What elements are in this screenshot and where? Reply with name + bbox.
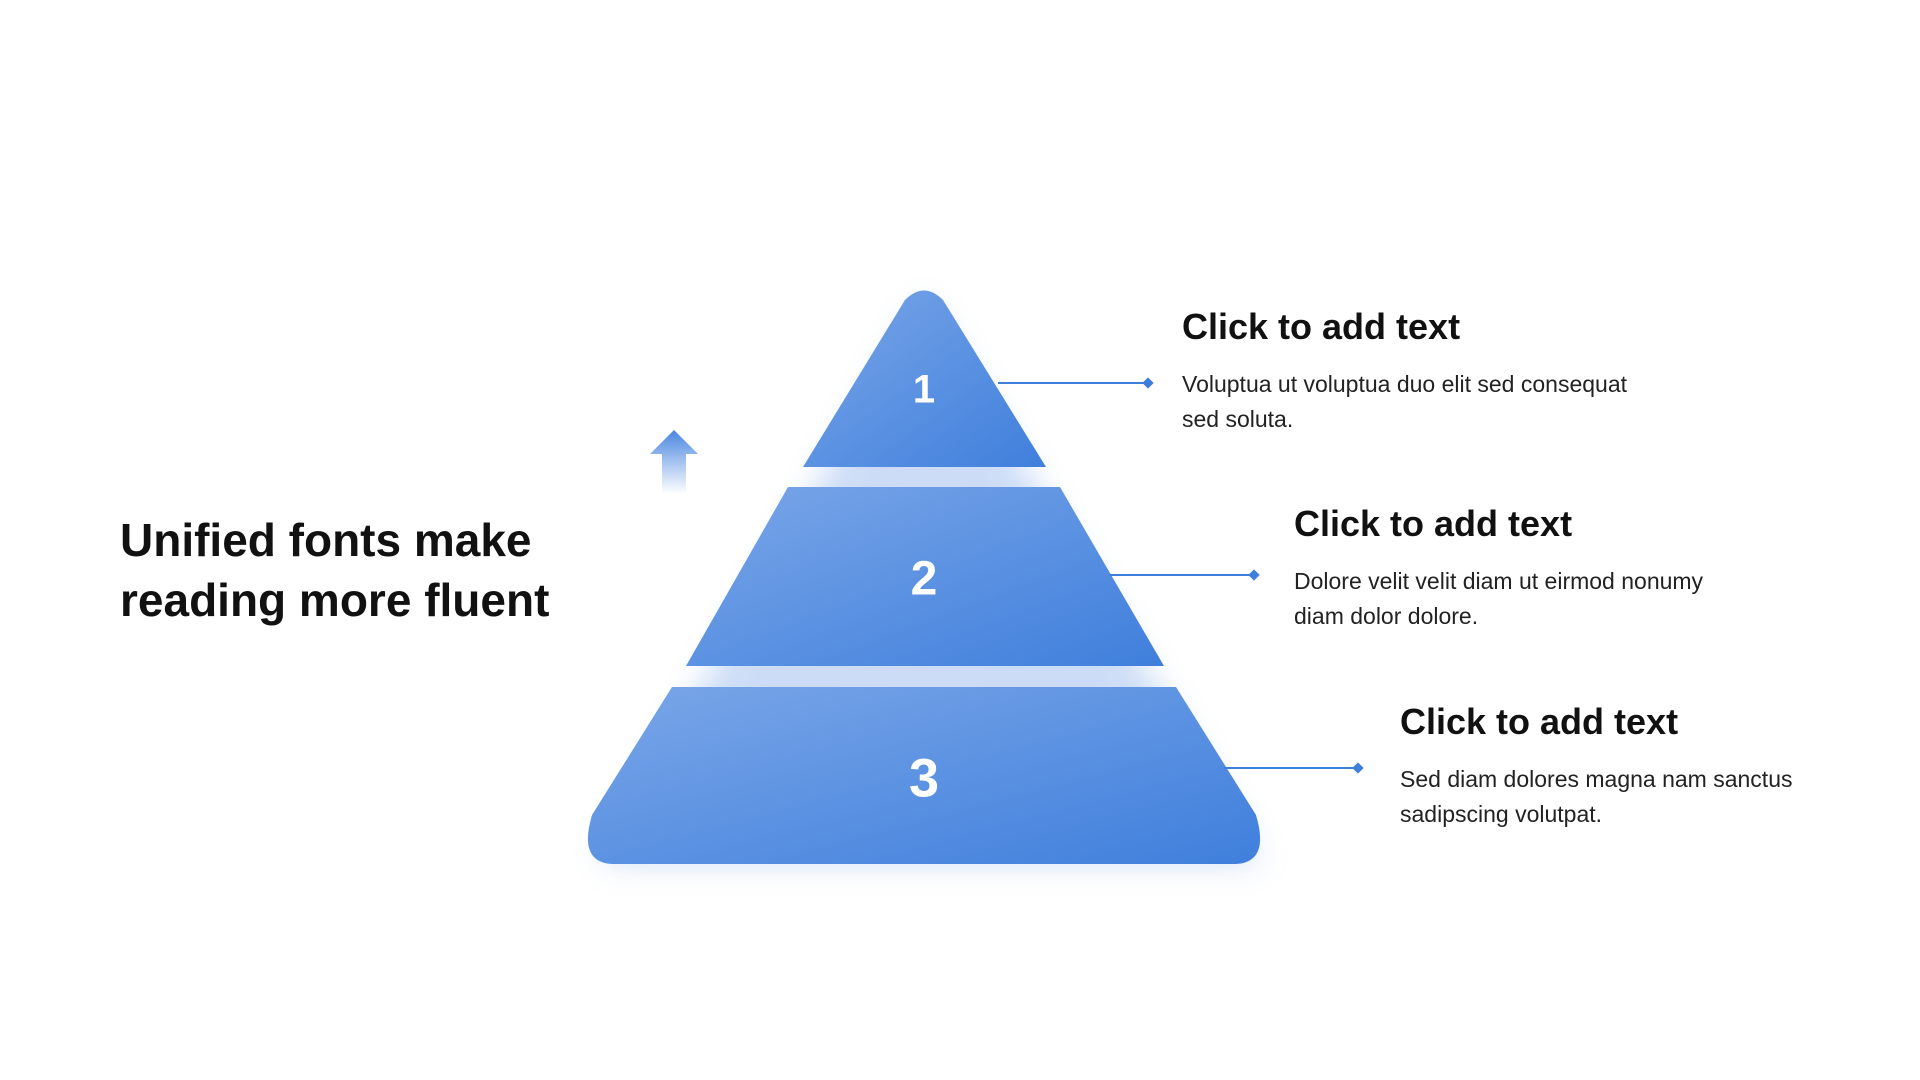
- callout-level-1-body[interactable]: Voluptua ut voluptua duo elit sed conseq…: [1182, 371, 1628, 432]
- pyramid-tier-3-number: 3: [909, 748, 939, 808]
- pyramid-tier-1-shape: [803, 290, 1046, 467]
- callout-level-3-title[interactable]: Click to add text: [1400, 701, 1679, 742]
- callout-level-3: Click to add text Sed diam dolores magna…: [1400, 700, 1860, 832]
- pyramid-tier-3-shape: [587, 687, 1261, 864]
- connector-2: [1110, 569, 1260, 581]
- pyramid-tier-2-shape: [686, 487, 1164, 666]
- connector-1: [998, 377, 1154, 389]
- headline: Unified fonts make reading more fluent: [120, 514, 550, 626]
- callout-level-1-title[interactable]: Click to add text: [1182, 306, 1461, 347]
- up-arrow-icon: [650, 430, 698, 494]
- callout-level-2-title[interactable]: Click to add text: [1294, 503, 1573, 544]
- callout-level-3-body[interactable]: Sed diam dolores magna nam sanctus sadip…: [1400, 766, 1793, 827]
- pyramid-tier-3[interactable]: 3: [587, 687, 1261, 864]
- callout-level-2: Click to add text Dolore velit velit dia…: [1294, 502, 1754, 634]
- pyramid-tier-1-number: 1: [913, 368, 935, 412]
- connector-3: [1224, 762, 1364, 774]
- pyramid-tier-1[interactable]: 1: [803, 290, 1046, 468]
- pyramid-tier-2-number: 2: [911, 553, 938, 606]
- callout-level-2-body[interactable]: Dolore velit velit diam ut eirmod nonumy…: [1294, 568, 1704, 629]
- pyramid-tier-2[interactable]: 2: [686, 487, 1164, 666]
- callout-level-1: Click to add text Voluptua ut voluptua d…: [1182, 305, 1642, 437]
